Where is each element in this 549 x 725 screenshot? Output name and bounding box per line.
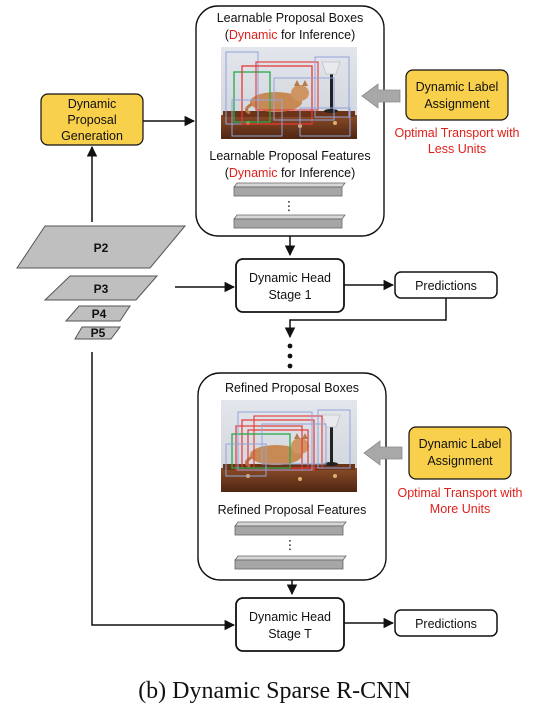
pyramid-level-p2 xyxy=(16,225,187,269)
pyramid-level-p4 xyxy=(64,305,131,322)
pyramid-label-p3: P3 xyxy=(94,282,109,296)
bottom-features-ellipsis: ⋮ xyxy=(284,538,297,552)
gray-arrow-bottom xyxy=(363,440,403,466)
proposal-generation-line3: Generation xyxy=(61,129,123,143)
pyramid-level-p5 xyxy=(74,326,121,340)
top-cat-image xyxy=(221,47,357,139)
pyramid-label-p2: P2 xyxy=(94,241,109,255)
predictions-t-label: Predictions xyxy=(415,617,477,631)
arrow-pyramid-to-stageT xyxy=(91,352,236,631)
feature-pyramid: P2 P3 P4 P5 xyxy=(16,225,187,340)
top-features-ellipsis: ⋮ xyxy=(283,199,296,213)
top-feature-bar-2 xyxy=(233,214,346,229)
dynamic-proposal-generation-box xyxy=(40,93,144,146)
top-features-subtitle: (Dynamic for Inference) xyxy=(225,166,356,180)
dynamic-head-stage1-box xyxy=(235,258,345,313)
bottom-feature-bar-2 xyxy=(234,555,347,570)
label-assignment-bottom-line1: Dynamic Label xyxy=(419,437,502,451)
label-assignment-bottom-box xyxy=(408,426,512,480)
label-assignment-top-line2: Assignment xyxy=(424,97,490,111)
label-assignment-top-note-line1: Optimal Transport with xyxy=(394,126,519,140)
label-assignment-bottom-line2: Assignment xyxy=(427,454,493,468)
pyramid-label-p4: P4 xyxy=(92,307,107,321)
connector-predictions-to-next-stage xyxy=(284,298,447,339)
label-assignment-top-box xyxy=(405,69,509,121)
dynamic-head-stageT-box xyxy=(235,597,345,652)
label-assignment-bottom-note-line1: Optimal Transport with xyxy=(397,486,522,500)
label-assignment-bottom-note-line2: More Units xyxy=(430,502,490,516)
pyramid-level-p3 xyxy=(43,275,159,301)
proposal-generation-line1: Dynamic xyxy=(68,97,117,111)
predictions-1-label: Predictions xyxy=(415,279,477,293)
gray-arrow-top xyxy=(361,83,401,109)
top-feature-bar-1 xyxy=(233,182,346,197)
top-boxes-subtitle: (Dynamic for Inference) xyxy=(225,28,356,42)
proposal-generation-line2: Proposal xyxy=(67,113,116,127)
stageT-line2: Stage T xyxy=(268,627,312,641)
label-assignment-top-line1: Dynamic Label xyxy=(416,80,499,94)
figure-caption: (b) Dynamic Sparse R-CNN xyxy=(138,678,411,704)
vertical-dots xyxy=(287,343,293,369)
stage1-line1: Dynamic Head xyxy=(249,271,331,285)
bottom-cat-image xyxy=(221,400,357,492)
bottom-feature-bar-1 xyxy=(234,521,347,536)
top-features-title: Learnable Proposal Features xyxy=(209,149,370,163)
top-boxes-title: Learnable Proposal Boxes xyxy=(217,11,364,25)
predictions-t-box xyxy=(394,609,498,637)
bottom-features-title: Refined Proposal Features xyxy=(218,503,367,517)
stage1-line2: Stage 1 xyxy=(268,288,311,302)
pyramid-label-p5: P5 xyxy=(91,326,106,340)
label-assignment-top-note-line2: Less Units xyxy=(428,142,486,156)
stageT-line1: Dynamic Head xyxy=(249,610,331,624)
bottom-boxes-title: Refined Proposal Boxes xyxy=(225,381,359,395)
